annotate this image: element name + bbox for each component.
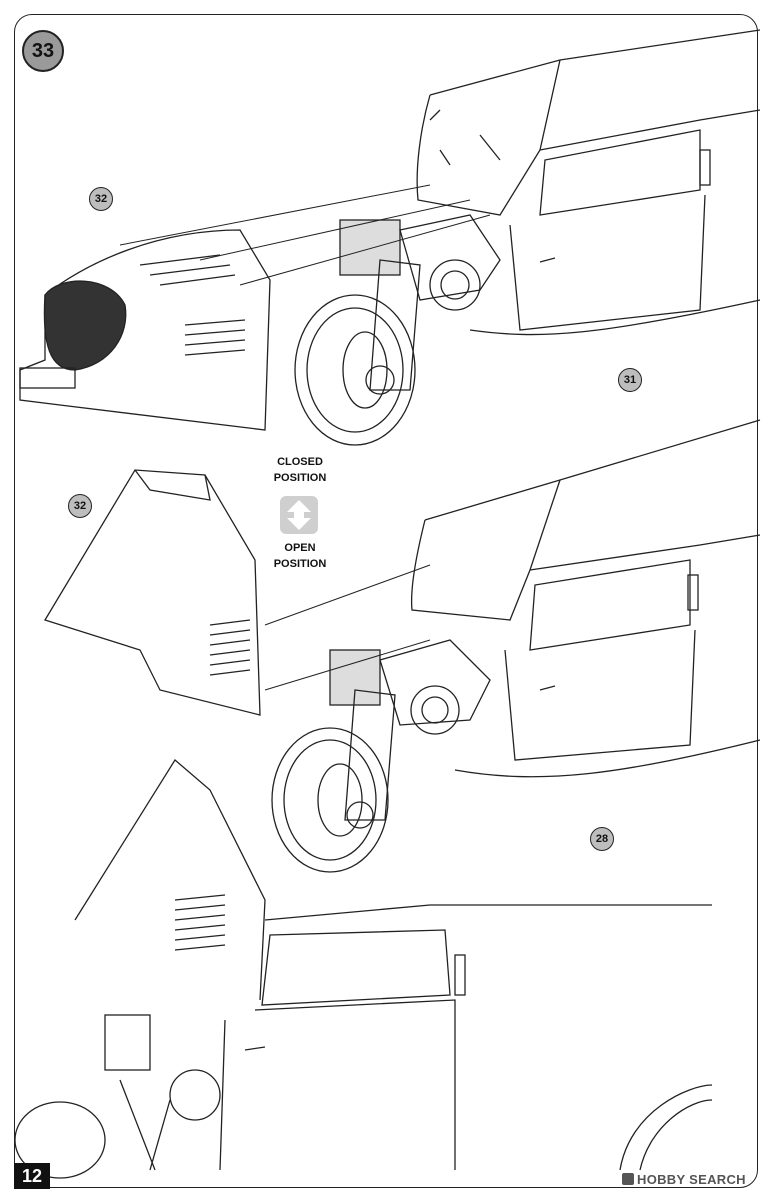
part-callout-32-top: 32 [89, 187, 113, 211]
page-number: 12 [14, 1163, 50, 1189]
watermark: HOBBY SEARCH [622, 1172, 746, 1187]
part-callout-28: 28 [590, 827, 614, 851]
part-callout-31: 31 [618, 368, 642, 392]
open-position-label: OPEN POSITION [273, 542, 327, 570]
hobby-search-icon [622, 1173, 634, 1185]
page-frame [14, 14, 758, 1188]
closed-position-label: CLOSED POSITION [273, 456, 327, 484]
step-number-badge: 33 [22, 30, 64, 72]
part-callout-32-open: 32 [68, 494, 92, 518]
open-close-arrows-icon [280, 496, 318, 534]
